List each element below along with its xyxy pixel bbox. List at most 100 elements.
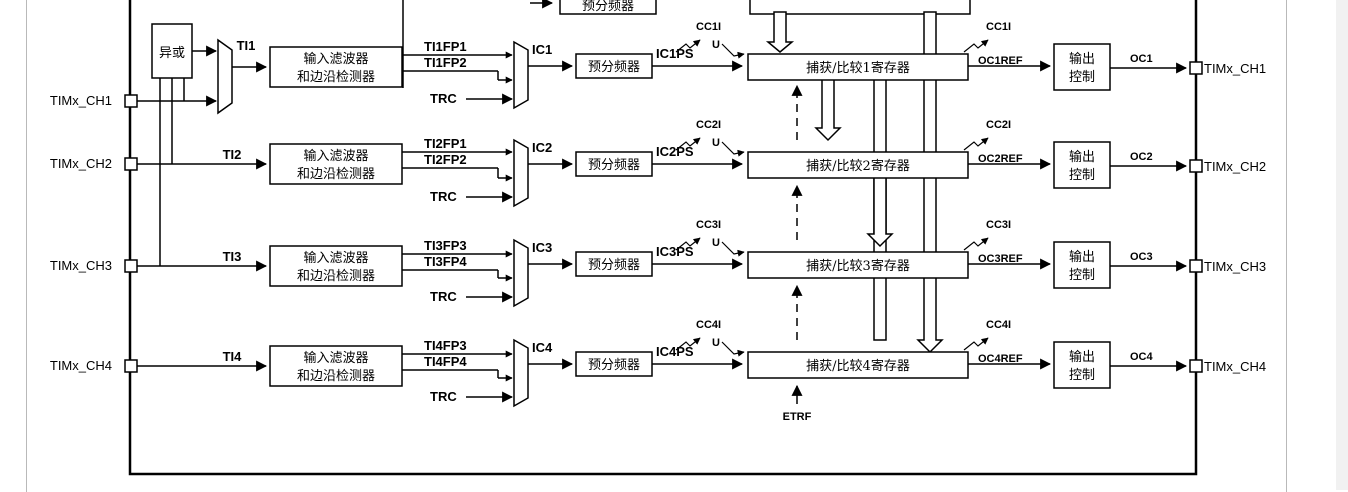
- icps-label: IC1PS: [656, 46, 694, 61]
- prescaler-label: 预分频器: [588, 358, 640, 373]
- ic-mux: [513, 338, 529, 408]
- ocref-label: OC2REF: [978, 153, 1023, 165]
- output-control-label-2: 控制: [1069, 70, 1095, 85]
- output-control-box: [1053, 341, 1111, 389]
- ocref-label: OC4REF: [978, 353, 1023, 365]
- ti-label: TI3: [223, 249, 242, 264]
- xor-gate: [151, 23, 193, 79]
- trc-label: TRC: [430, 289, 457, 304]
- input-filter-label-1: 输入滤波器: [303, 350, 368, 366]
- fp-a-label: TI3FP3: [424, 238, 467, 253]
- ic-label: IC3: [532, 240, 552, 255]
- ic-label: IC4: [532, 340, 553, 355]
- output-control-label-1: 输出: [1069, 349, 1095, 365]
- etrf-label: ETRF: [783, 411, 812, 423]
- page-frame: [26, 0, 1287, 492]
- icps-label: IC3PS: [656, 244, 694, 259]
- input-pin-label: TIMx_CH2: [50, 156, 112, 171]
- top-prescaler-box: [559, 0, 657, 15]
- output-control-label-2: 控制: [1069, 368, 1095, 383]
- output-pin-square: [1189, 359, 1203, 373]
- output-control-label-2: 控制: [1069, 268, 1095, 283]
- ic-mux: [513, 238, 529, 308]
- ic-mux: [513, 40, 529, 110]
- prescaler-label: 预分频器: [588, 258, 640, 273]
- fp-a-label: TI1FP1: [424, 39, 467, 54]
- prescaler-box: [575, 151, 653, 177]
- register-label: 捕获/比较3寄存器: [806, 258, 910, 274]
- fp-b-label: TI2FP2: [424, 152, 467, 167]
- top-prescaler-label: 预分频器: [582, 0, 634, 14]
- fp-a-label: TI2FP1: [424, 136, 467, 151]
- trc-label: TRC: [430, 189, 457, 204]
- oc-label: OC3: [1130, 251, 1153, 263]
- output-pin-label: TIMx_CH4: [1204, 359, 1266, 374]
- output-control-label-1: 输出: [1069, 149, 1095, 165]
- output-control-label-2: 控制: [1069, 168, 1095, 183]
- output-pin-square: [1189, 159, 1203, 173]
- output-pin-square: [1189, 61, 1203, 75]
- ic-label: IC2: [532, 140, 552, 155]
- ic-mux: [513, 138, 529, 208]
- trc-label: TRC: [430, 389, 457, 404]
- u-label: U: [712, 337, 720, 349]
- input-pin-square: [124, 94, 138, 108]
- cc-out-label: CC3I: [986, 219, 1011, 231]
- capture-compare-register: [747, 151, 969, 179]
- timer-block-border: [128, 0, 1198, 476]
- ti-label: TI2: [223, 147, 242, 162]
- xor-label: 异或: [159, 46, 185, 61]
- register-label: 捕获/比较2寄存器: [806, 158, 910, 174]
- capture-compare-register: [747, 53, 969, 81]
- input-filter-label-1: 输入滤波器: [303, 51, 368, 67]
- scrollbar-track[interactable]: [1336, 0, 1348, 490]
- cc-in-label: CC1I: [696, 21, 721, 33]
- fp-b-label: TI3FP4: [424, 254, 467, 269]
- input-pin-label: TIMx_CH4: [50, 358, 112, 373]
- oc-label: OC2: [1130, 151, 1153, 163]
- prescaler-box: [575, 351, 653, 377]
- ocref-label: OC1REF: [978, 55, 1023, 67]
- prescaler-box: [575, 53, 653, 79]
- oc-label: OC4: [1130, 351, 1154, 363]
- cc-out-label: CC4I: [986, 319, 1011, 331]
- cc-out-label: CC1I: [986, 21, 1011, 33]
- output-pin-label: TIMx_CH3: [1204, 259, 1266, 274]
- top-register-box: [749, 0, 971, 15]
- input-pin-square: [124, 157, 138, 171]
- input-filter-label-2: 和边沿检测器: [297, 70, 375, 85]
- u-label: U: [712, 237, 720, 249]
- capture-compare-register: [747, 251, 969, 279]
- ocref-label: OC3REF: [978, 253, 1023, 265]
- cc-out-label: CC2I: [986, 119, 1011, 131]
- u-label: U: [712, 39, 720, 51]
- fp-a-label: TI4FP3: [424, 338, 467, 353]
- input-filter-box: [269, 345, 403, 387]
- prescaler-label: 预分频器: [588, 60, 640, 75]
- input-filter-label-2: 和边沿检测器: [297, 369, 375, 384]
- fp-b-label: TI1FP2: [424, 55, 467, 70]
- fp-b-label: TI4FP4: [424, 354, 467, 369]
- output-control-box: [1053, 43, 1111, 91]
- input-filter-label-1: 输入滤波器: [303, 148, 368, 164]
- output-pin-square: [1189, 259, 1203, 273]
- cc-in-label: CC3I: [696, 219, 721, 231]
- register-label: 捕获/比较1寄存器: [806, 60, 910, 76]
- register-label: 捕获/比较4寄存器: [806, 358, 910, 374]
- cc-in-label: CC4I: [696, 319, 721, 331]
- u-label: U: [712, 137, 720, 149]
- output-pin-label: TIMx_CH1: [1204, 61, 1266, 76]
- input-pin-label: TIMx_CH3: [50, 258, 112, 273]
- oc-label: OC1: [1130, 53, 1153, 65]
- input-mux: [217, 38, 233, 115]
- input-filter-label-2: 和边沿检测器: [297, 167, 375, 182]
- cc-in-label: CC2I: [696, 119, 721, 131]
- input-pin-square: [124, 359, 138, 373]
- trc-label: TRC: [430, 91, 457, 106]
- prescaler-label: 预分频器: [588, 158, 640, 173]
- ti-label: TI1: [237, 38, 256, 53]
- icps-label: IC4PS: [656, 344, 694, 359]
- output-control-label-1: 输出: [1069, 249, 1095, 265]
- input-filter-box: [269, 143, 403, 185]
